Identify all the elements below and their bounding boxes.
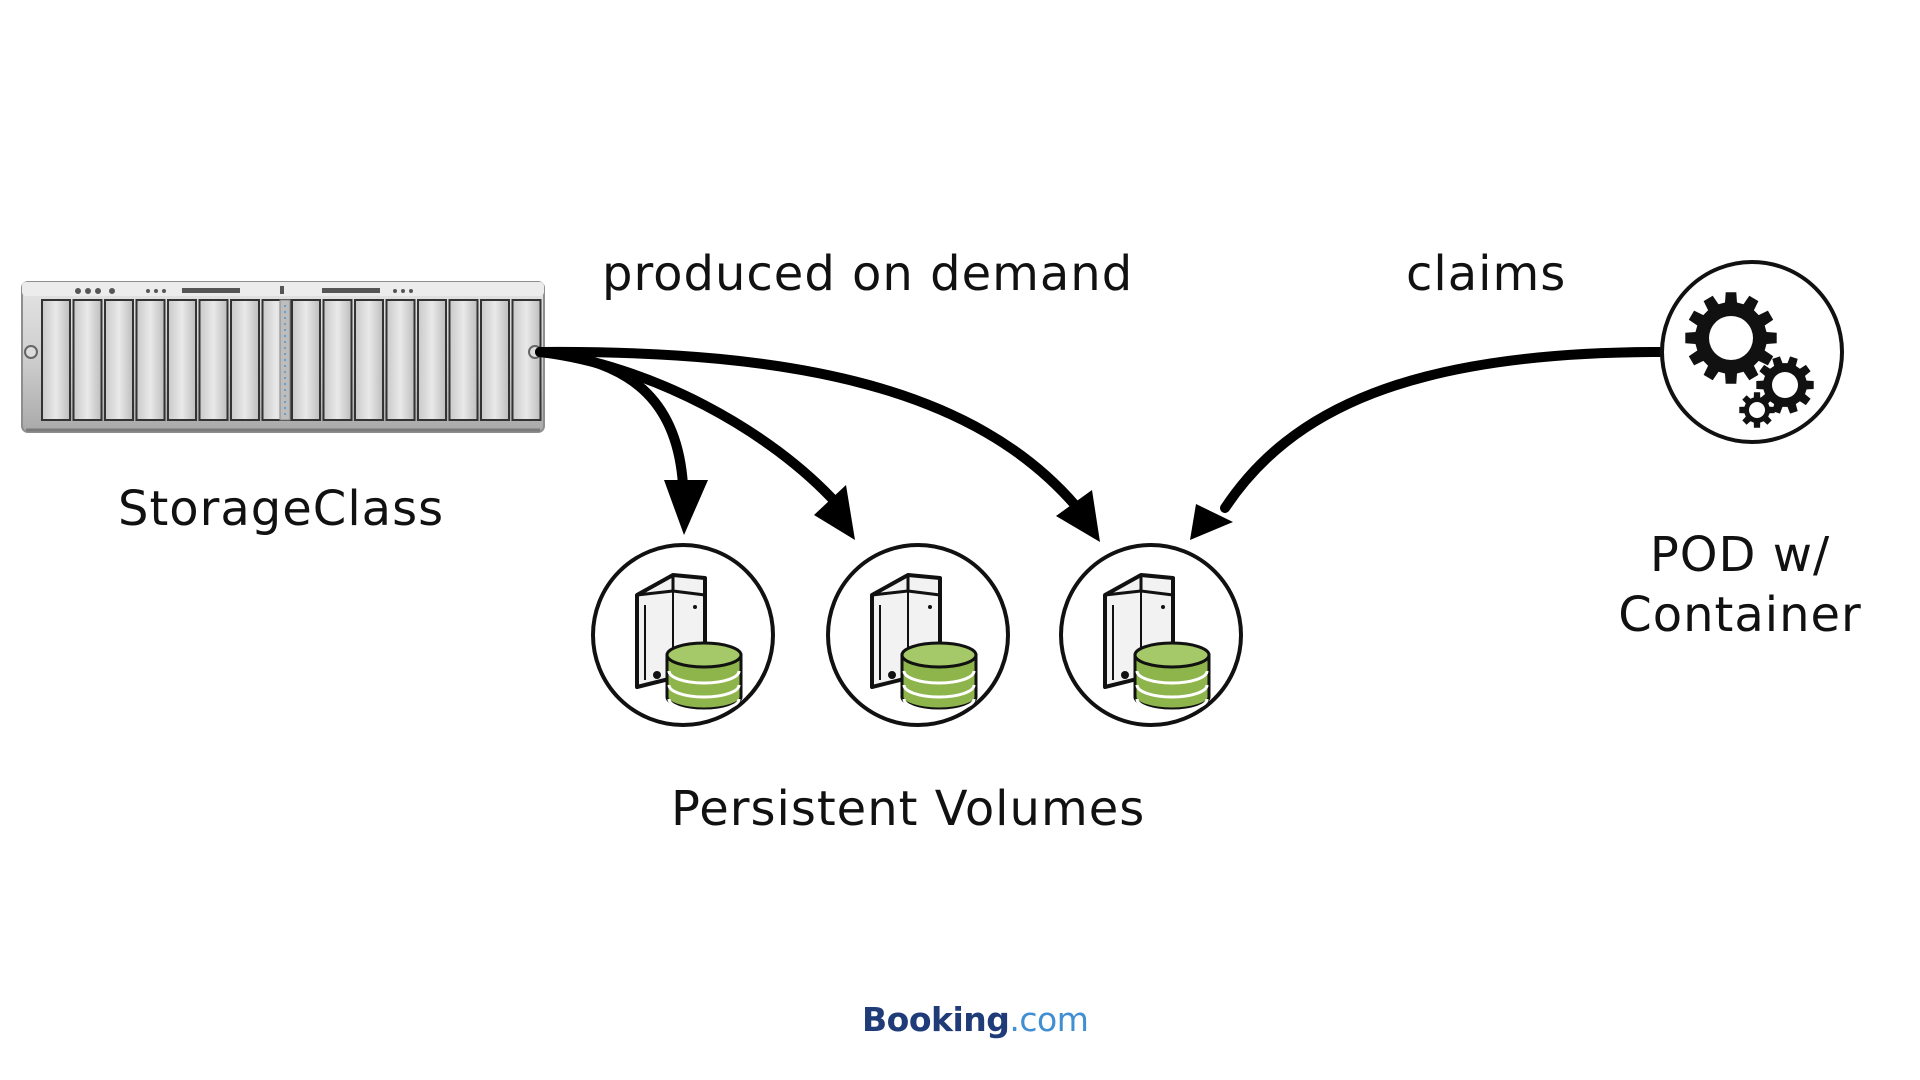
arrowhead-2 — [814, 485, 855, 540]
arrow-to-volume-2 — [535, 347, 843, 510]
logo-brand: Booking — [862, 1000, 1010, 1039]
drive-bay — [511, 299, 542, 421]
drive-bay — [448, 299, 479, 421]
produced-on-demand-label: produced on demand — [602, 246, 1134, 302]
drive-bay — [72, 299, 103, 421]
gear-hole — [1709, 316, 1753, 360]
drive-bay — [198, 299, 229, 421]
drive-bay — [230, 299, 260, 421]
gear-hole — [1749, 402, 1765, 418]
drive-bay — [417, 299, 447, 421]
claims-label: claims — [1406, 246, 1567, 302]
arrowhead-1 — [664, 480, 708, 535]
drive-bay — [354, 299, 384, 421]
pod-label-line1: POD w/ — [1649, 527, 1831, 583]
drive-bay — [104, 299, 134, 421]
gear-hole — [1772, 372, 1798, 398]
logo-tld: .com — [1009, 1000, 1089, 1039]
drive-bay — [291, 299, 321, 421]
drive-bay — [41, 299, 71, 421]
volume-icon-3 — [1059, 543, 1243, 727]
drive-bay — [135, 299, 166, 421]
arrowhead-3 — [1056, 490, 1100, 542]
persistent-volumes-label: Persistent Volumes — [671, 781, 1146, 837]
booking-logo: Booking.com — [862, 1000, 1089, 1039]
storage-class-label: StorageClass — [118, 481, 445, 537]
drive-bay — [385, 299, 416, 421]
drive-bay — [167, 299, 197, 421]
arrow-from-pod — [1220, 347, 1665, 513]
pod-container-label: POD w/ Container — [1600, 525, 1880, 645]
volume-icon-2 — [826, 543, 1010, 727]
gears-icon — [1660, 260, 1844, 444]
drive-bay — [480, 299, 510, 421]
server-rack-icon — [21, 281, 545, 433]
pod-label-line2: Container — [1618, 587, 1862, 643]
arrowhead-4 — [1190, 504, 1233, 540]
drive-bay — [322, 299, 353, 421]
volume-icon-1 — [591, 543, 775, 727]
arrow-to-volume-3 — [535, 346, 1080, 510]
